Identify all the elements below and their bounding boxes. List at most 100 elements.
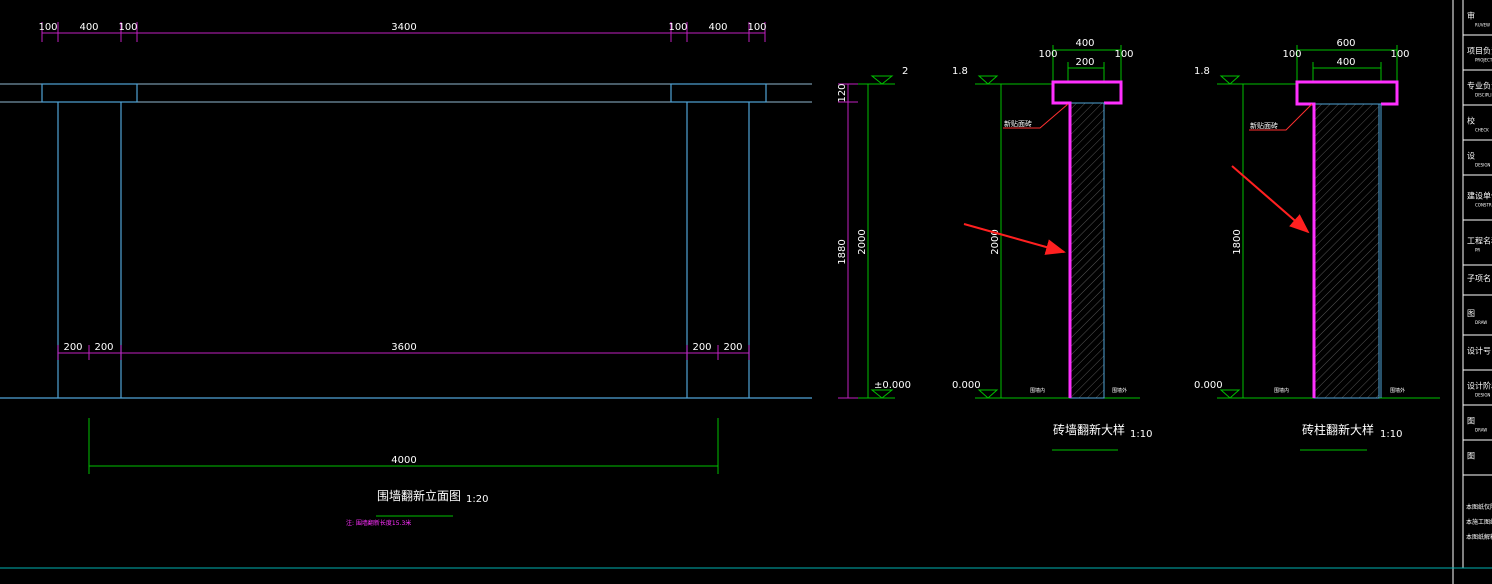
column-detail-view: 600 400 100 100 1.8 0.000 1800 新贴面砖 围墙内 …: [1194, 38, 1440, 451]
wall-detail-height: 2000: [990, 229, 1001, 254]
elevation-dim-bottom-3: 3600: [391, 342, 416, 353]
title-block-row-label: 设计阶段: [1467, 381, 1492, 391]
title-block-row-label: 图: [1467, 417, 1475, 426]
column-detail-dim-inner: 400: [1336, 57, 1355, 68]
title-block-row-label: 专业负责: [1467, 81, 1492, 91]
title-block-row-label: 设: [1467, 151, 1475, 161]
title-block: 审RUVEW项目负责PROJECT专业负责DISCIPLINE RESPO校CH…: [1452, 0, 1492, 584]
title-block-row-sub: PR: [1475, 248, 1480, 253]
elevation-dim-bottom-2: 200: [94, 342, 113, 353]
wall-detail-cap: [1052, 81, 1122, 104]
elevation-bottom-dimension: [57, 345, 750, 360]
title-block-row-sub: PROJECT: [1475, 58, 1492, 63]
wall-detail-red-arrow: [963, 223, 1066, 255]
column-detail-title: 砖柱翻新大样: [1302, 422, 1374, 437]
title-block-row-label: 建设单位: [1467, 191, 1492, 201]
elevation-scale: 1:20: [466, 494, 488, 505]
wall-detail-dim-outer: 400: [1075, 38, 1094, 49]
title-block-row-label: 校: [1467, 116, 1475, 126]
wall-coping: [0, 83, 812, 103]
column-detail-height: 1800: [1232, 229, 1243, 254]
title-block-row-label: 项目负责: [1467, 46, 1492, 56]
title-block-row-label: 工程名称: [1467, 236, 1492, 246]
wall-detail-body: [1069, 102, 1105, 399]
column-detail-extensions: [1217, 45, 1440, 399]
title-block-note-1: 本图纸仅限: [1466, 503, 1492, 511]
elevation-dim-top-3: 100: [118, 22, 137, 33]
elevation-dim-bottom-5: 200: [723, 342, 742, 353]
column-detail-inside-label: 围墙内: [1274, 387, 1289, 394]
column-detail-top-level: 1.8: [1194, 66, 1210, 77]
elevation-ground-level: ±0.000: [874, 380, 911, 391]
column-detail-tile-label: 新贴面砖: [1250, 121, 1278, 130]
title-block-row-sub: CHECK: [1475, 128, 1489, 133]
title-block-note-2: 本施工图纸: [1466, 518, 1492, 526]
column-detail-top-level-marker: [1219, 75, 1241, 85]
wall-detail-top-level-marker: [977, 75, 999, 85]
elevation-dim-height-1880: 1880: [837, 239, 848, 264]
elevation-dim-top-4: 3400: [391, 22, 416, 33]
title-block-row-label: 子项名: [1467, 273, 1491, 283]
elevation-top-level-marker: [870, 75, 894, 85]
title-block-row-label: 审: [1467, 11, 1475, 21]
wall-detail-dim-left: 100: [1038, 49, 1057, 60]
column-detail-body: [1313, 103, 1380, 399]
column-detail-ground-level: 0.000: [1194, 380, 1223, 391]
column-detail-outside-label: 围墙外: [1390, 387, 1405, 394]
column-detail-scale: 1:10: [1380, 429, 1402, 440]
wall-detail-extensions: [975, 45, 1140, 399]
elevation-top-dimension: [41, 22, 766, 42]
column-detail-red-arrow: [1231, 165, 1310, 234]
elevation-dim-height-2000: 2000: [857, 229, 868, 254]
elevation-dim-height-120: 120: [837, 83, 848, 102]
column-detail-dim-right: 100: [1390, 49, 1409, 60]
wall-detail-tile-outline: [1051, 80, 1123, 398]
elevation-dim-top-2: 400: [79, 22, 98, 33]
title-block-rows: 审RUVEW项目负责PROJECT专业负责DISCIPLINE RESPO校CH…: [1463, 11, 1492, 476]
column-detail-dim-outer: 600: [1336, 38, 1355, 49]
wall-detail-top-level: 1.8: [952, 66, 968, 77]
wall-detail-title: 砖墙翻新大样: [1053, 422, 1125, 437]
column-detail-tile-outline: [1295, 80, 1399, 398]
wall-detail-ground-level: 0.000: [952, 380, 981, 391]
title-block-row-sub: DESIGN: [1475, 393, 1490, 398]
title-block-row-sub: CONSTR: [1475, 203, 1492, 208]
column-detail-dim-left: 100: [1282, 49, 1301, 60]
wall-detail-leader: [1003, 103, 1069, 129]
elevation-view: 100 400 100 3400 100 400 100: [0, 22, 911, 527]
elevation-overall-dimension: [88, 418, 719, 474]
elevation-dim-overall: 4000: [391, 455, 416, 466]
elevation-title: 围墙翻新立面图: [377, 488, 461, 503]
elevation-dim-top-7: 100: [747, 22, 766, 33]
wall-detail-dim-inner: 200: [1075, 57, 1094, 68]
column-cap-left: [41, 83, 138, 103]
column-cap-right: [670, 83, 767, 103]
wall-detail-dim-right: 100: [1114, 49, 1133, 60]
column-detail-ground-level-marker: [1219, 389, 1241, 399]
column-detail-cap: [1296, 81, 1398, 105]
elevation-ground-level-marker: [870, 389, 894, 399]
columns: [57, 102, 750, 398]
elevation-top-level: 2: [902, 66, 908, 77]
elevation-dim-top-1: 100: [38, 22, 57, 33]
wall-detail-inside-label: 围墙内: [1030, 387, 1045, 394]
column-detail-leader: [1249, 103, 1313, 131]
wall-detail-scale: 1:10: [1130, 429, 1152, 440]
wall-detail-tile-label: 新贴面砖: [1004, 119, 1032, 128]
elevation-dim-top-5: 100: [668, 22, 687, 33]
title-block-row-sub: RUVEW: [1475, 23, 1490, 28]
title-block-row-label: 图: [1467, 309, 1475, 318]
title-block-note-3: 本图纸解释: [1466, 533, 1492, 541]
elevation-note: 注: 围墙翻新长度15.3米: [346, 519, 411, 527]
elevation-dim-bottom-1: 200: [63, 342, 82, 353]
wall-detail-outside-label: 围墙外: [1112, 387, 1127, 394]
title-block-row-label: 图: [1467, 452, 1475, 461]
wall-detail-view: 400 200 100 100 1.8 0.000 2000 新贴面砖 围墙内 …: [952, 38, 1152, 451]
title-block-row-sub: DRAW: [1475, 320, 1487, 325]
wall-detail-ground-level-marker: [977, 389, 999, 399]
title-block-row-sub: DESIGN: [1475, 163, 1490, 168]
elevation-height-dimensions: [838, 83, 895, 399]
title-block-row-label: 设计号: [1467, 346, 1491, 356]
title-block-row-sub: DRAW: [1475, 428, 1487, 433]
